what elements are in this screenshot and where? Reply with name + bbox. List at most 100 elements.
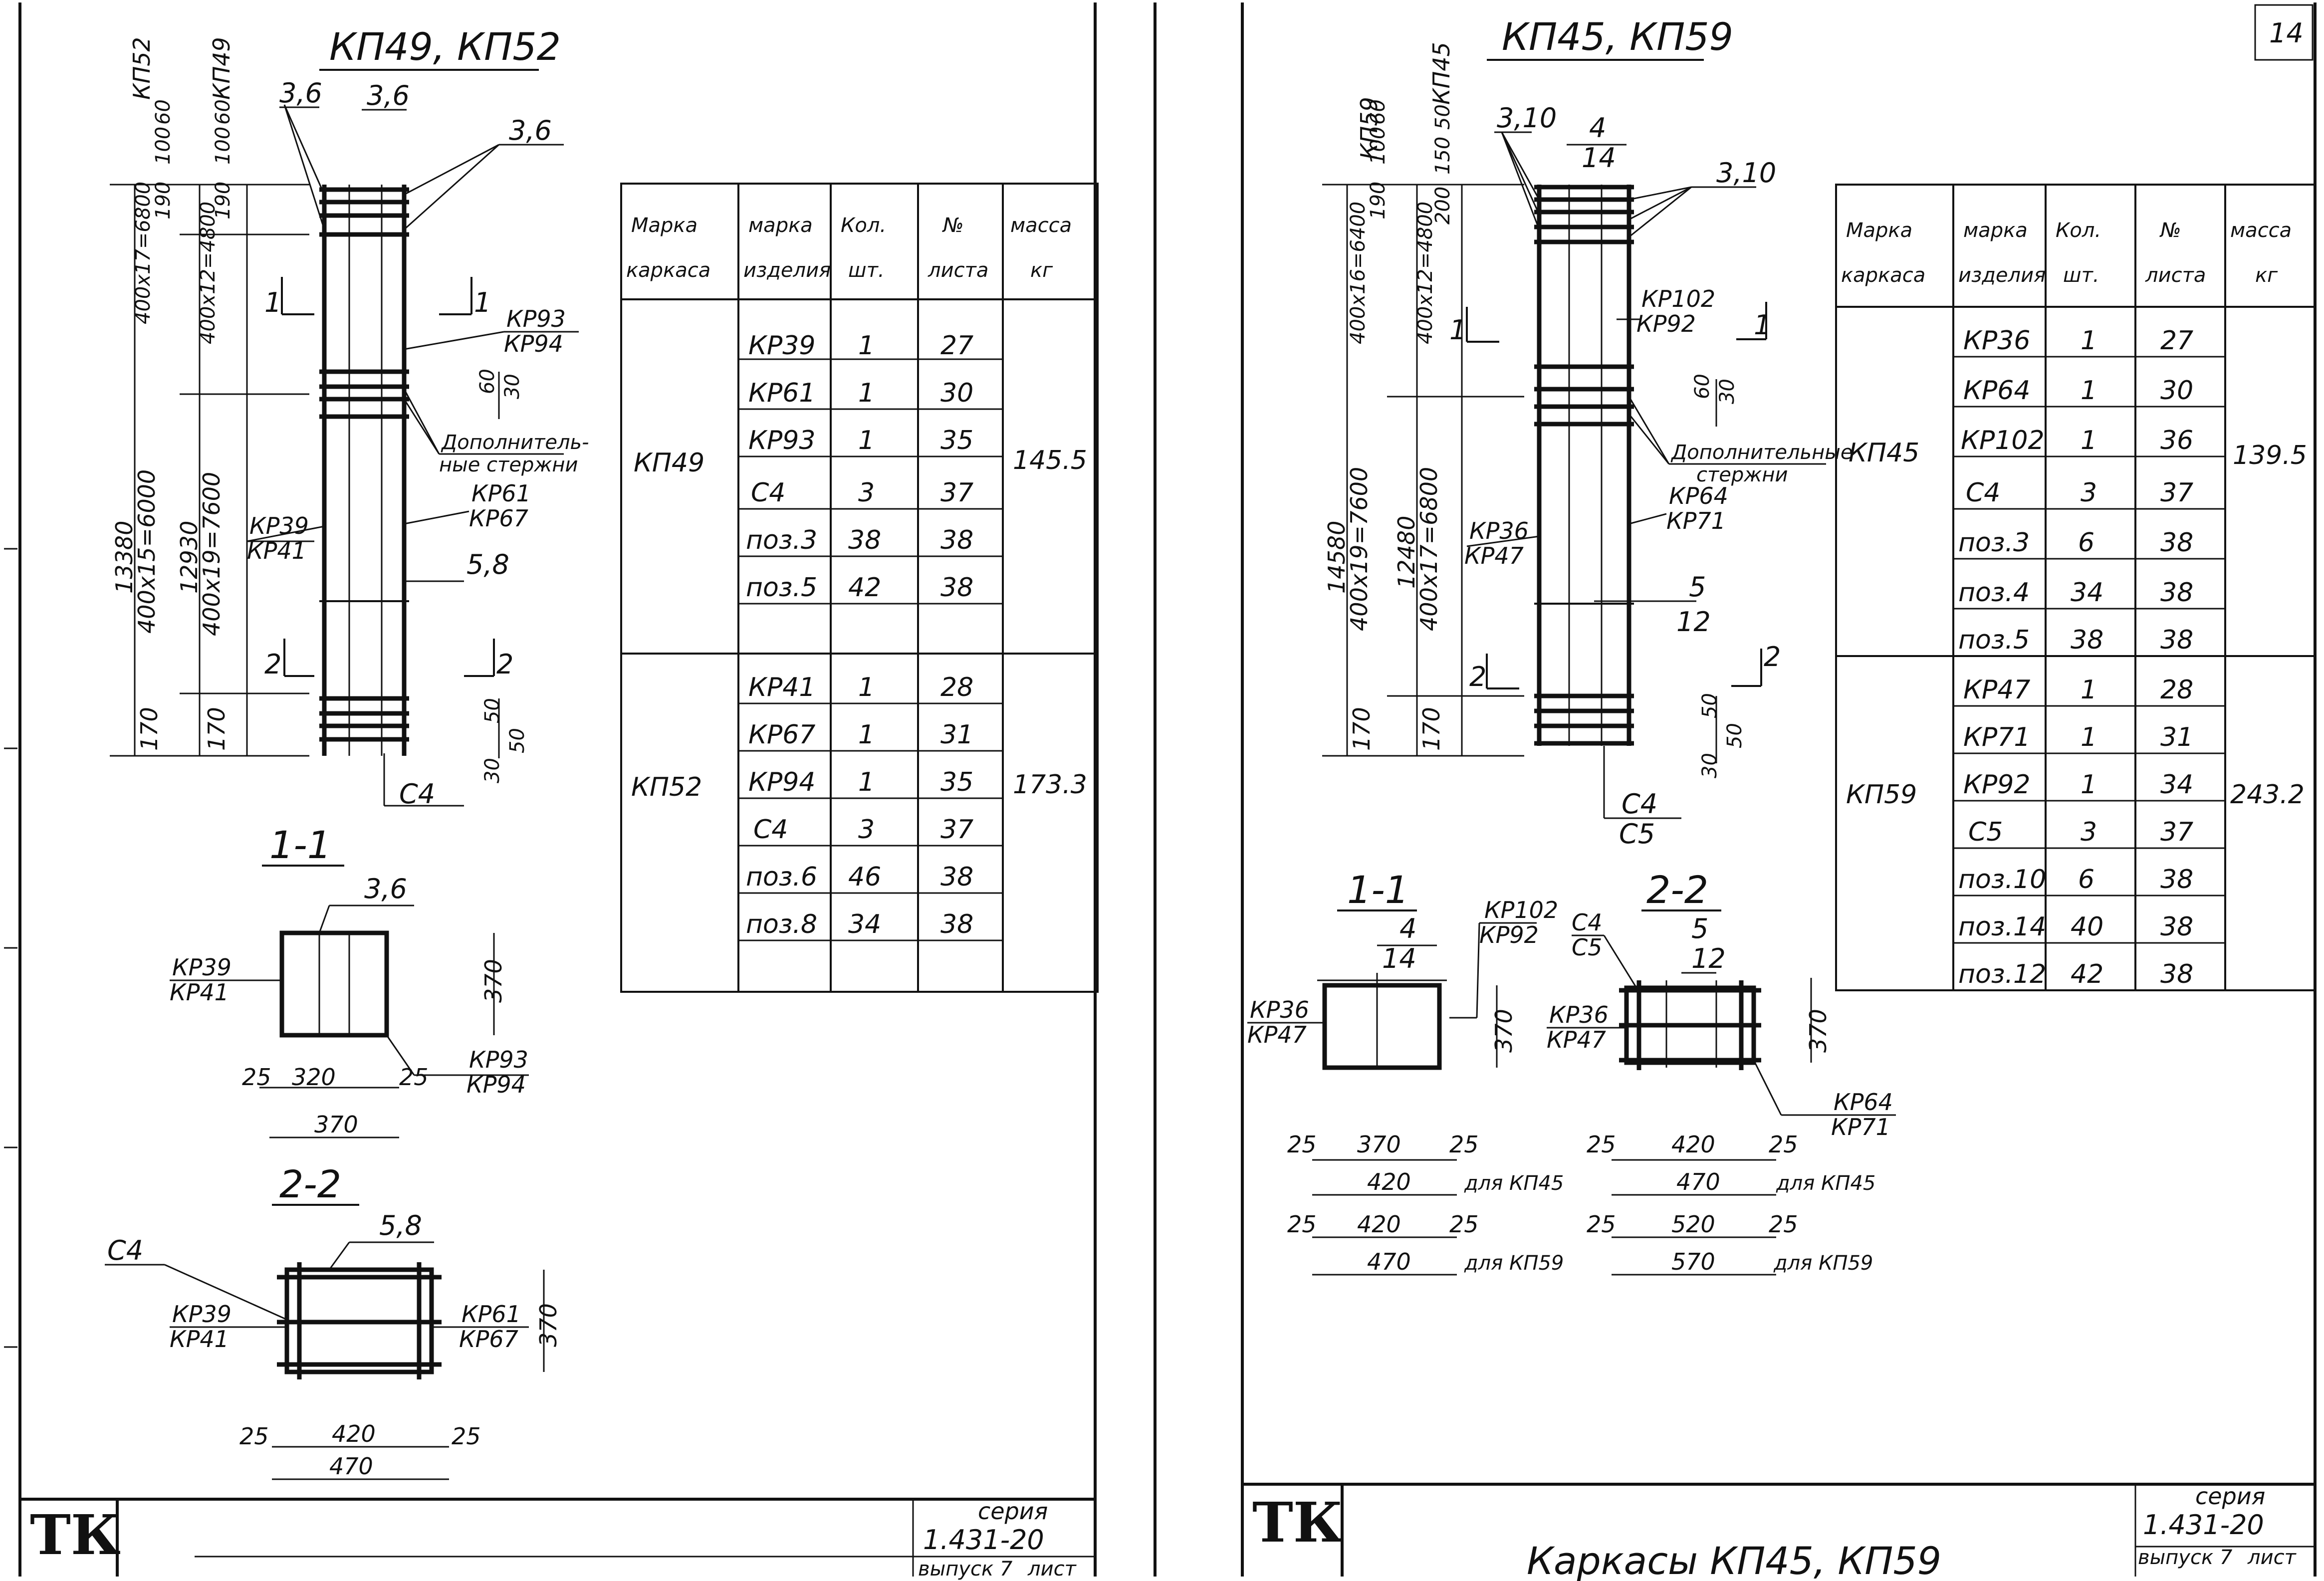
svg-text:КР92: КР92 xyxy=(1479,921,1539,948)
svg-text:520: 520 xyxy=(1671,1211,1715,1238)
svg-text:1: 1 xyxy=(474,287,491,318)
svg-text:КР61: КР61 xyxy=(471,480,531,507)
svg-text:25: 25 xyxy=(1587,1211,1616,1238)
svg-text:25: 25 xyxy=(399,1064,429,1091)
svg-text:30: 30 xyxy=(1698,753,1721,778)
svg-text:27: 27 xyxy=(940,331,973,361)
svg-text:для КП45: для КП45 xyxy=(1464,1172,1564,1195)
svg-text:стержни: стержни xyxy=(1696,463,1788,486)
svg-text:25: 25 xyxy=(1449,1131,1479,1158)
svg-text:6: 6 xyxy=(2078,865,2094,895)
svg-text:50: 50 xyxy=(1698,693,1721,718)
svg-text:С4: С4 xyxy=(751,478,785,508)
svg-text:листа: листа xyxy=(2145,264,2206,287)
svg-text:КР92: КР92 xyxy=(1963,770,2030,800)
right-title: КП45, КП59 xyxy=(1502,14,1733,59)
svg-text:КП49: КП49 xyxy=(634,448,704,478)
svg-text:КР36: КР36 xyxy=(1250,996,1309,1023)
left-section-2-2: 2-2 5,8 С4 КР39 КР41 КР61 КР67 370 25 42… xyxy=(105,1162,562,1480)
svg-text:серия: серия xyxy=(978,1498,1048,1525)
svg-text:3: 3 xyxy=(2081,478,2097,508)
svg-text:420: 420 xyxy=(1671,1131,1715,1158)
right-spec-table: Марка каркаса марка изделия Кол. шт. № л… xyxy=(1835,184,2316,991)
svg-text:13380: 13380 xyxy=(111,521,138,594)
svg-text:С4: С4 xyxy=(1966,478,2000,508)
svg-text:КР92: КР92 xyxy=(1636,310,1696,337)
left-spec-table: Марка каркаса марка изделия Кол. шт. № л… xyxy=(620,183,1099,993)
left-elevation-labels: 3,6 3,6 3,6 КР93 КР94 Дополнитель- ные с… xyxy=(111,37,589,810)
svg-text:КР93: КР93 xyxy=(469,1046,528,1073)
svg-text:Дополнительные: Дополнительные xyxy=(1670,441,1853,464)
svg-text:Марка: Марка xyxy=(631,214,697,237)
svg-text:30: 30 xyxy=(501,374,524,399)
svg-text:25: 25 xyxy=(1587,1131,1616,1158)
svg-text:100: 100 xyxy=(212,127,234,165)
svg-text:470: 470 xyxy=(329,1453,373,1480)
svg-text:поз.3: поз.3 xyxy=(1958,528,2030,558)
svg-text:1: 1 xyxy=(858,378,875,408)
svg-text:КР94: КР94 xyxy=(748,767,815,797)
svg-text:320: 320 xyxy=(292,1064,336,1091)
svg-text:С5: С5 xyxy=(1572,934,1602,961)
svg-text:37: 37 xyxy=(2160,478,2193,508)
svg-text:2: 2 xyxy=(1764,641,1781,673)
svg-text:марка: марка xyxy=(1963,219,2028,242)
svg-text:400х16=6400: 400х16=6400 xyxy=(1347,202,1370,344)
svg-text:КР41: КР41 xyxy=(748,673,815,702)
svg-text:35: 35 xyxy=(940,767,973,797)
svg-text:поз.14: поз.14 xyxy=(1958,912,2046,942)
svg-text:масса: масса xyxy=(1010,214,1072,237)
svg-text:КР47: КР47 xyxy=(1547,1026,1606,1053)
svg-text:3: 3 xyxy=(2081,817,2097,847)
svg-text:170: 170 xyxy=(136,707,163,751)
left-elevation xyxy=(110,104,579,807)
svg-text:145.5: 145.5 xyxy=(1013,446,1087,475)
svg-text:КР61: КР61 xyxy=(462,1301,521,1328)
svg-text:листа: листа xyxy=(928,259,988,282)
svg-text:1: 1 xyxy=(858,426,875,455)
svg-text:3,10: 3,10 xyxy=(1716,157,1776,189)
svg-text:400х17=6800: 400х17=6800 xyxy=(1415,467,1442,631)
svg-text:30: 30 xyxy=(481,758,504,783)
svg-text:38: 38 xyxy=(940,525,973,555)
svg-text:лист: лист xyxy=(2247,1546,2297,1569)
svg-text:6: 6 xyxy=(2078,528,2094,558)
svg-text:КР67: КР67 xyxy=(459,1326,518,1353)
svg-text:370: 370 xyxy=(1357,1131,1401,1158)
svg-text:28: 28 xyxy=(2160,675,2193,705)
svg-text:поз.8: поз.8 xyxy=(746,909,817,939)
svg-text:40: 40 xyxy=(2071,912,2103,942)
svg-text:КР41: КР41 xyxy=(170,1326,229,1353)
svg-text:КП45: КП45 xyxy=(1849,438,1919,468)
svg-text:25: 25 xyxy=(1769,1131,1798,1158)
svg-text:КР102: КР102 xyxy=(1641,285,1715,312)
svg-text:170: 170 xyxy=(1348,707,1375,751)
svg-text:370: 370 xyxy=(1490,1009,1517,1053)
svg-text:400х17=6800: 400х17=6800 xyxy=(132,182,155,324)
svg-text:1: 1 xyxy=(1449,314,1466,346)
svg-text:КП59: КП59 xyxy=(1846,780,1917,810)
svg-text:шт.: шт. xyxy=(848,259,885,282)
svg-text:38: 38 xyxy=(2160,865,2193,895)
svg-text:изделия: изделия xyxy=(1958,264,2046,287)
svg-text:31: 31 xyxy=(940,720,973,750)
svg-text:5,8: 5,8 xyxy=(466,549,509,580)
svg-text:Дополнитель-: Дополнитель- xyxy=(441,431,589,454)
svg-text:1: 1 xyxy=(858,331,875,361)
svg-text:370: 370 xyxy=(480,959,507,1003)
svg-text:для КП59: для КП59 xyxy=(1773,1252,1873,1275)
svg-text:14: 14 xyxy=(1382,943,1416,974)
svg-text:34: 34 xyxy=(848,909,881,939)
svg-text:выпуск 7: выпуск 7 xyxy=(2138,1546,2233,1569)
svg-text:каркаса: каркаса xyxy=(626,259,710,282)
svg-text:60: 60 xyxy=(212,99,234,125)
svg-text:КР39: КР39 xyxy=(249,512,309,539)
svg-text:С4: С4 xyxy=(399,778,435,810)
svg-text:3,6: 3,6 xyxy=(364,873,407,904)
svg-text:поз.10: поз.10 xyxy=(1958,865,2046,895)
svg-text:14: 14 xyxy=(1582,142,1616,174)
svg-text:1: 1 xyxy=(2081,376,2097,406)
svg-text:С4: С4 xyxy=(1572,909,1602,936)
svg-text:КР67: КР67 xyxy=(748,720,815,750)
svg-text:1: 1 xyxy=(858,720,875,750)
